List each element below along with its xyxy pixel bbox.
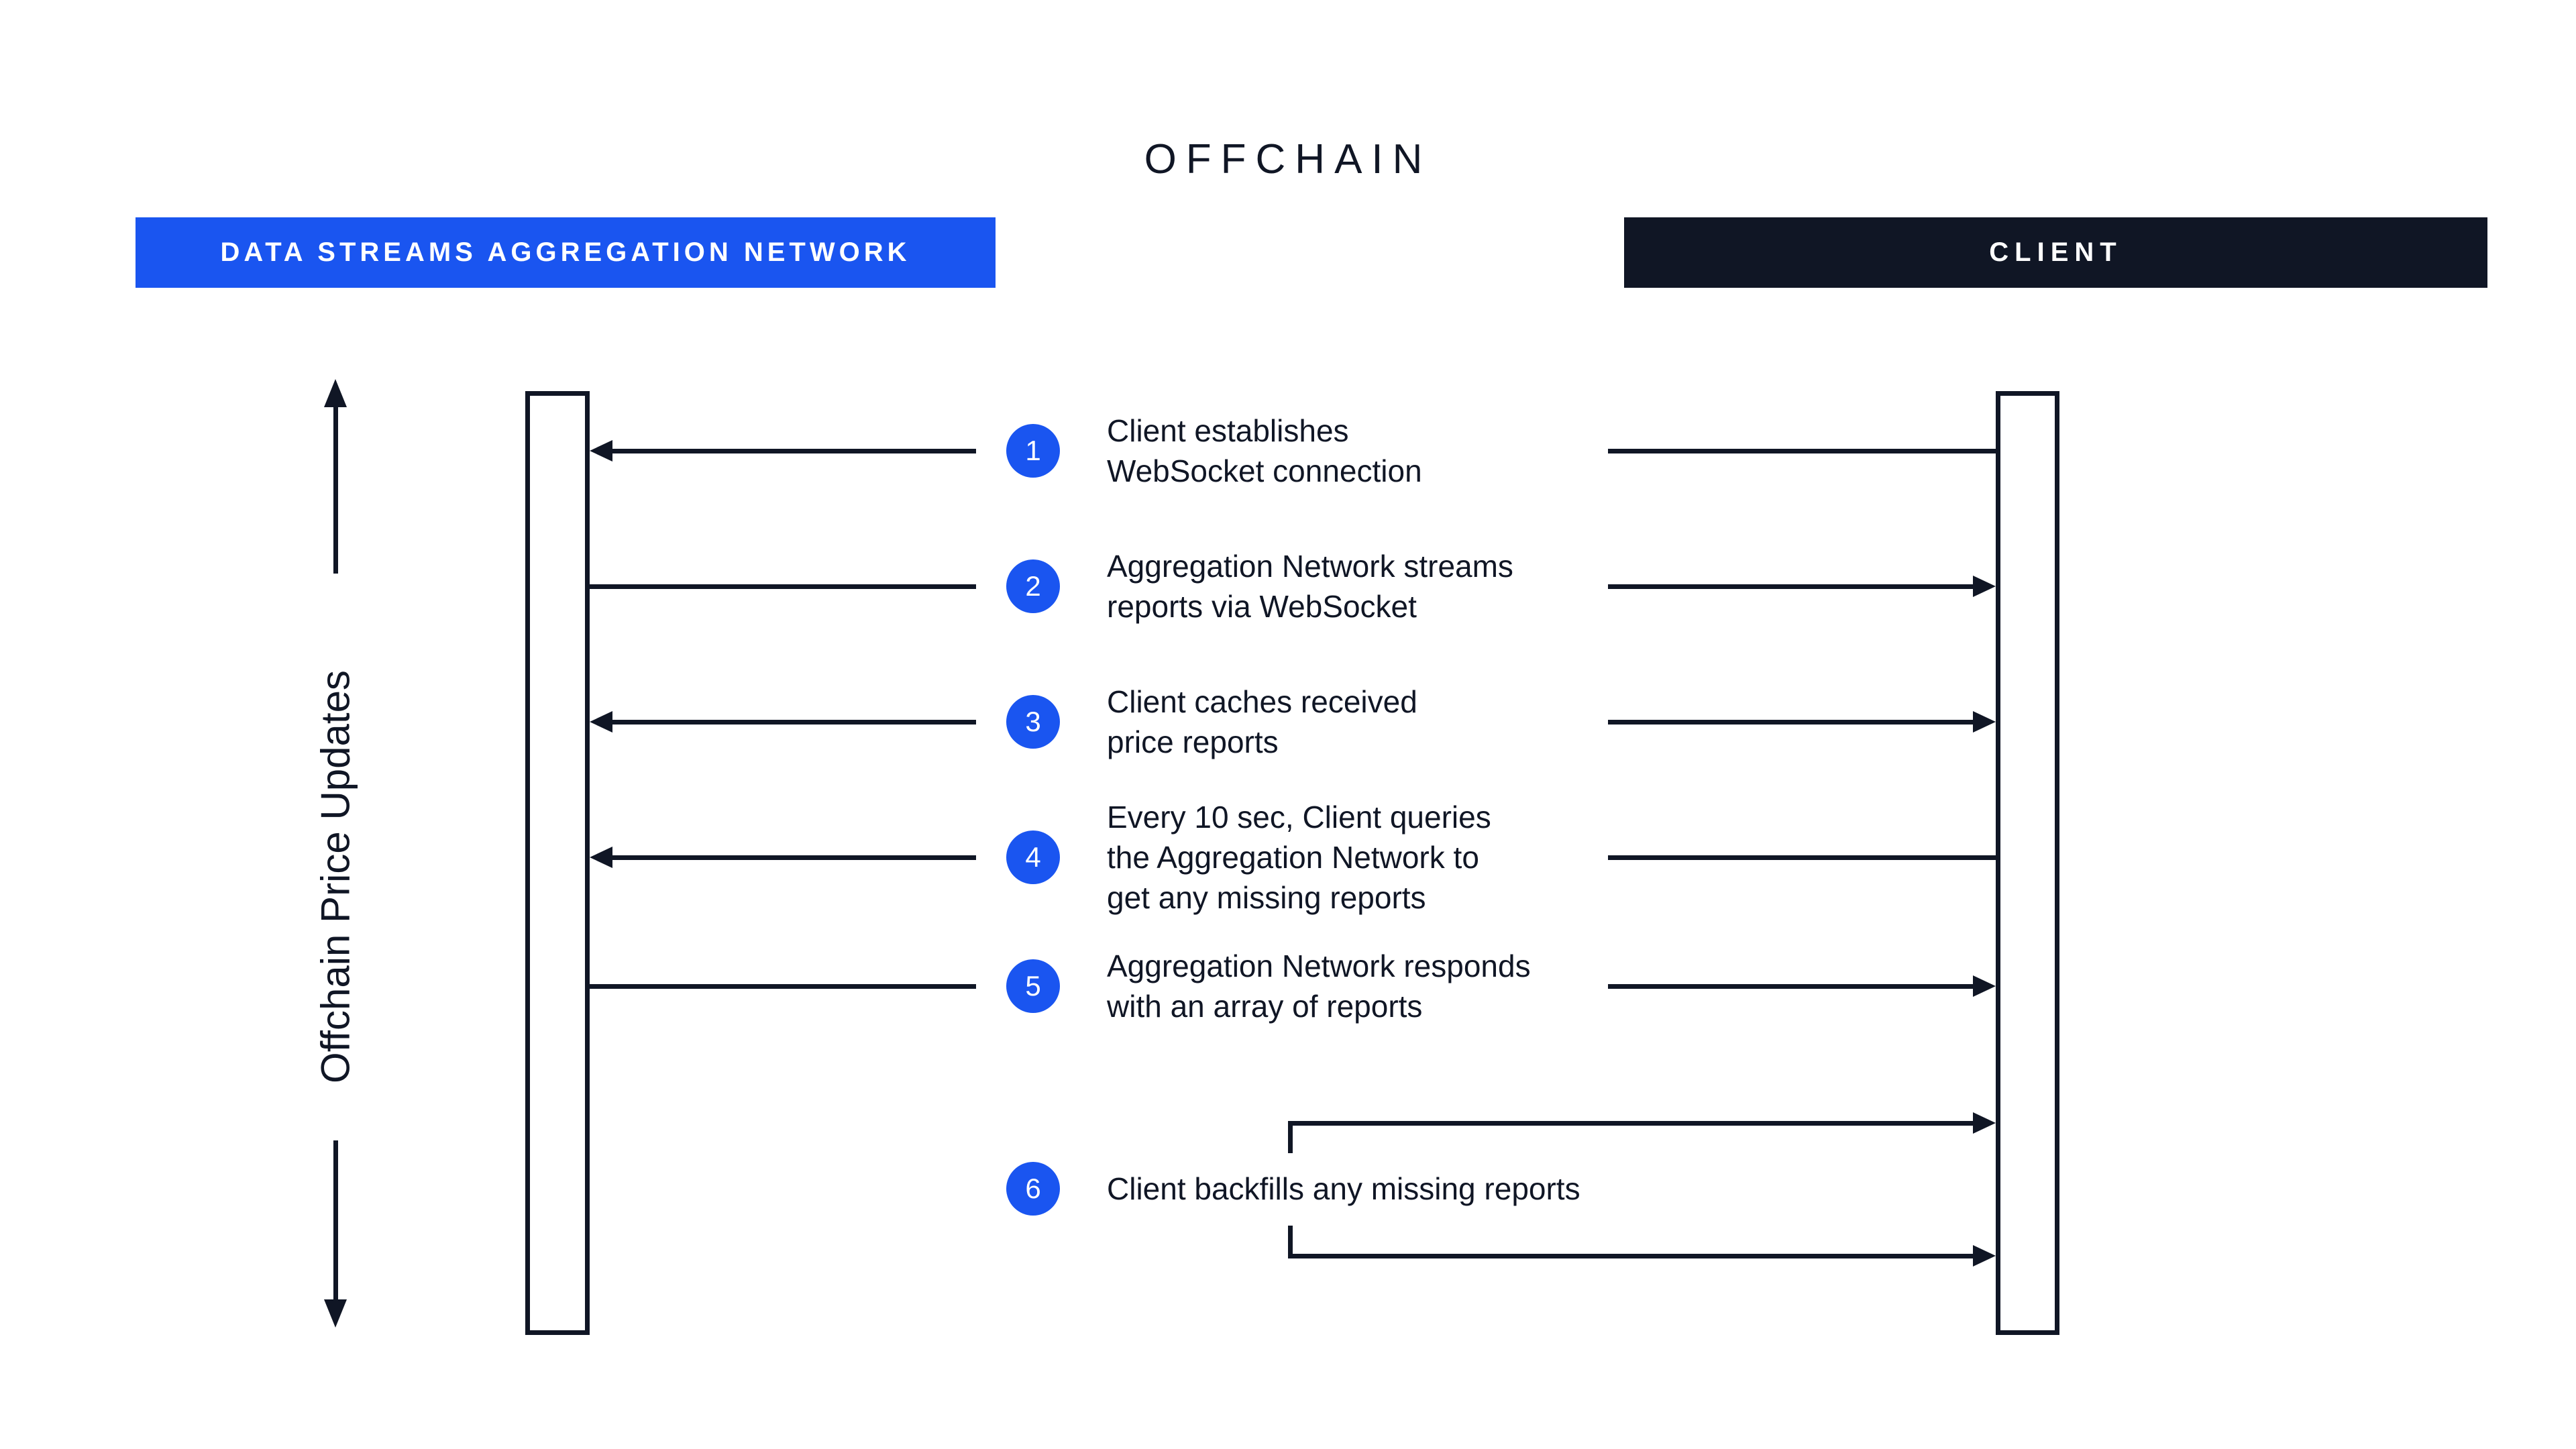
- axis-up-arrowhead-icon: [324, 379, 347, 407]
- step-3-line-left: [607, 720, 976, 724]
- step-2-text: Aggregation Network streams reports via …: [1107, 549, 1513, 624]
- step-5-text: Aggregation Network responds with an arr…: [1107, 949, 1531, 1024]
- step-6-badge: 6: [1006, 1162, 1060, 1216]
- step-1-line-left: [607, 449, 976, 453]
- aggregation-network-header: DATA STREAMS AGGREGATION NETWORK: [136, 217, 996, 288]
- step-5-line-left: [590, 984, 976, 989]
- axis-down-arrow-shaft: [333, 1140, 338, 1301]
- client-header-label: CLIENT: [1989, 237, 2123, 267]
- step-4-line-right: [1608, 855, 1996, 860]
- aggregation-network-header-label: DATA STREAMS AGGREGATION NETWORK: [220, 237, 911, 267]
- step-2-number: 2: [1025, 570, 1041, 602]
- step-1-text: Client establishes WebSocket connection: [1107, 413, 1422, 488]
- step-3-badge: 3: [1006, 695, 1060, 749]
- step-6-top-bracket-line: [1288, 1121, 1977, 1126]
- step-5-number: 5: [1025, 970, 1041, 1002]
- step-2-arrowhead-right-icon: [1973, 576, 1996, 597]
- step-1-number: 1: [1025, 435, 1041, 466]
- step-6-top-bracket-tick: [1288, 1121, 1293, 1153]
- step-1-line-right: [1608, 449, 1996, 453]
- step-2-line-left: [590, 584, 976, 589]
- step-5-line-right: [1608, 984, 1977, 989]
- axis-down-arrowhead-icon: [324, 1299, 347, 1328]
- step-6-number: 6: [1025, 1173, 1041, 1204]
- step-2-line-right: [1608, 584, 1977, 589]
- step-4-text: Every 10 sec, Client queries the Aggrega…: [1107, 800, 1491, 915]
- step-6-bottom-bracket-tick: [1288, 1226, 1293, 1258]
- step-6-bottom-arrowhead-right-icon: [1973, 1245, 1996, 1267]
- step-5-arrowhead-right-icon: [1973, 975, 1996, 997]
- step-6-bottom-bracket-line: [1288, 1254, 1977, 1258]
- step-3-arrowhead-right-icon: [1973, 711, 1996, 733]
- diagram-title: OFFCHAIN: [1144, 136, 1432, 182]
- client-header: CLIENT: [1624, 217, 2487, 288]
- step-6-text: Client backfills any missing reports: [1107, 1171, 1580, 1206]
- step-1-badge: 1: [1006, 424, 1060, 478]
- step-3-number: 3: [1025, 706, 1041, 737]
- step-2-badge: 2: [1006, 559, 1060, 613]
- step-4-number: 4: [1025, 841, 1041, 873]
- step-3-text: Client caches received price reports: [1107, 684, 1417, 759]
- aggregation-network-lifeline: [525, 391, 590, 1335]
- step-4-line-left: [607, 855, 976, 860]
- offchain-price-updates-axis-label: Offchain Price Updates: [313, 670, 358, 1083]
- step-6-top-arrowhead-right-icon: [1973, 1112, 1996, 1134]
- step-5-badge: 5: [1006, 959, 1060, 1013]
- client-lifeline: [1996, 391, 2059, 1335]
- axis-up-arrow-shaft: [333, 405, 338, 574]
- step-3-line-right: [1608, 720, 1977, 724]
- step-4-badge: 4: [1006, 830, 1060, 884]
